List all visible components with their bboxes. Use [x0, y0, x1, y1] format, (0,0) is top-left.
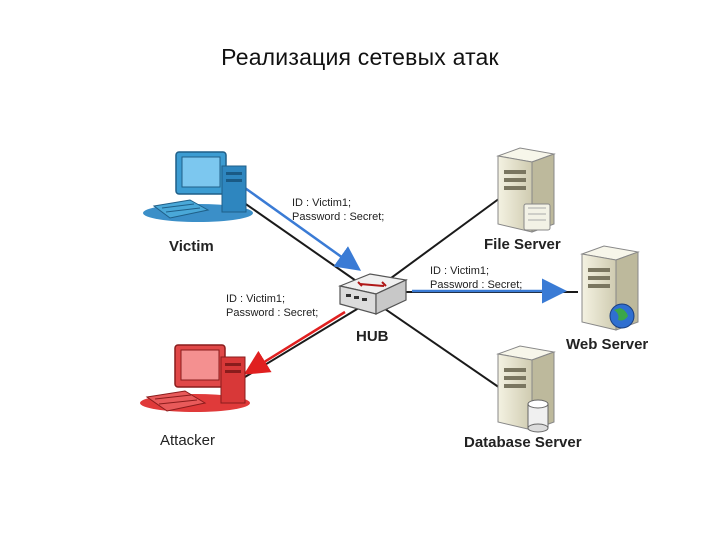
link-hub-dbserver	[371, 299, 501, 389]
victim-credentials-message: ID : Victim1; Password : Secret;	[292, 196, 384, 224]
hub-label: HUB	[356, 328, 389, 345]
web-server-icon	[580, 245, 640, 331]
database-server-icon	[496, 345, 556, 433]
legit-flow-arrow	[244, 186, 362, 271]
file-server-icon	[496, 147, 556, 233]
message-id-line: ID : Victim1;	[430, 265, 490, 277]
message-id-line: ID : Victim1;	[226, 293, 286, 305]
web-server-label: Web Server	[566, 336, 649, 353]
message-password-line: Password : Secret;	[430, 279, 523, 291]
page-title: Реализация сетевых атак	[221, 44, 499, 70]
attacker-credentials-message: ID : Victim1; Password : Secret;	[226, 292, 318, 320]
web-credentials-message: ID : Victim1; Password : Secret;	[430, 264, 522, 292]
hub-device-icon	[337, 273, 409, 315]
attacker-label: Attacker	[160, 432, 216, 449]
attacker-computer-icon	[140, 344, 250, 412]
message-password-line: Password : Secret;	[226, 307, 319, 319]
victim-computer-icon	[143, 151, 253, 222]
message-password-line: Password : Secret;	[292, 211, 385, 223]
attack-flow-arrow	[243, 310, 346, 375]
message-id-line: ID : Victim1;	[292, 197, 352, 209]
link-victim-hub	[239, 199, 373, 293]
database-server-label: Database Server	[464, 434, 582, 451]
file-server-label: File Server	[484, 236, 561, 253]
link-hub-fileserver	[371, 197, 501, 293]
victim-label: Victim	[169, 238, 214, 255]
